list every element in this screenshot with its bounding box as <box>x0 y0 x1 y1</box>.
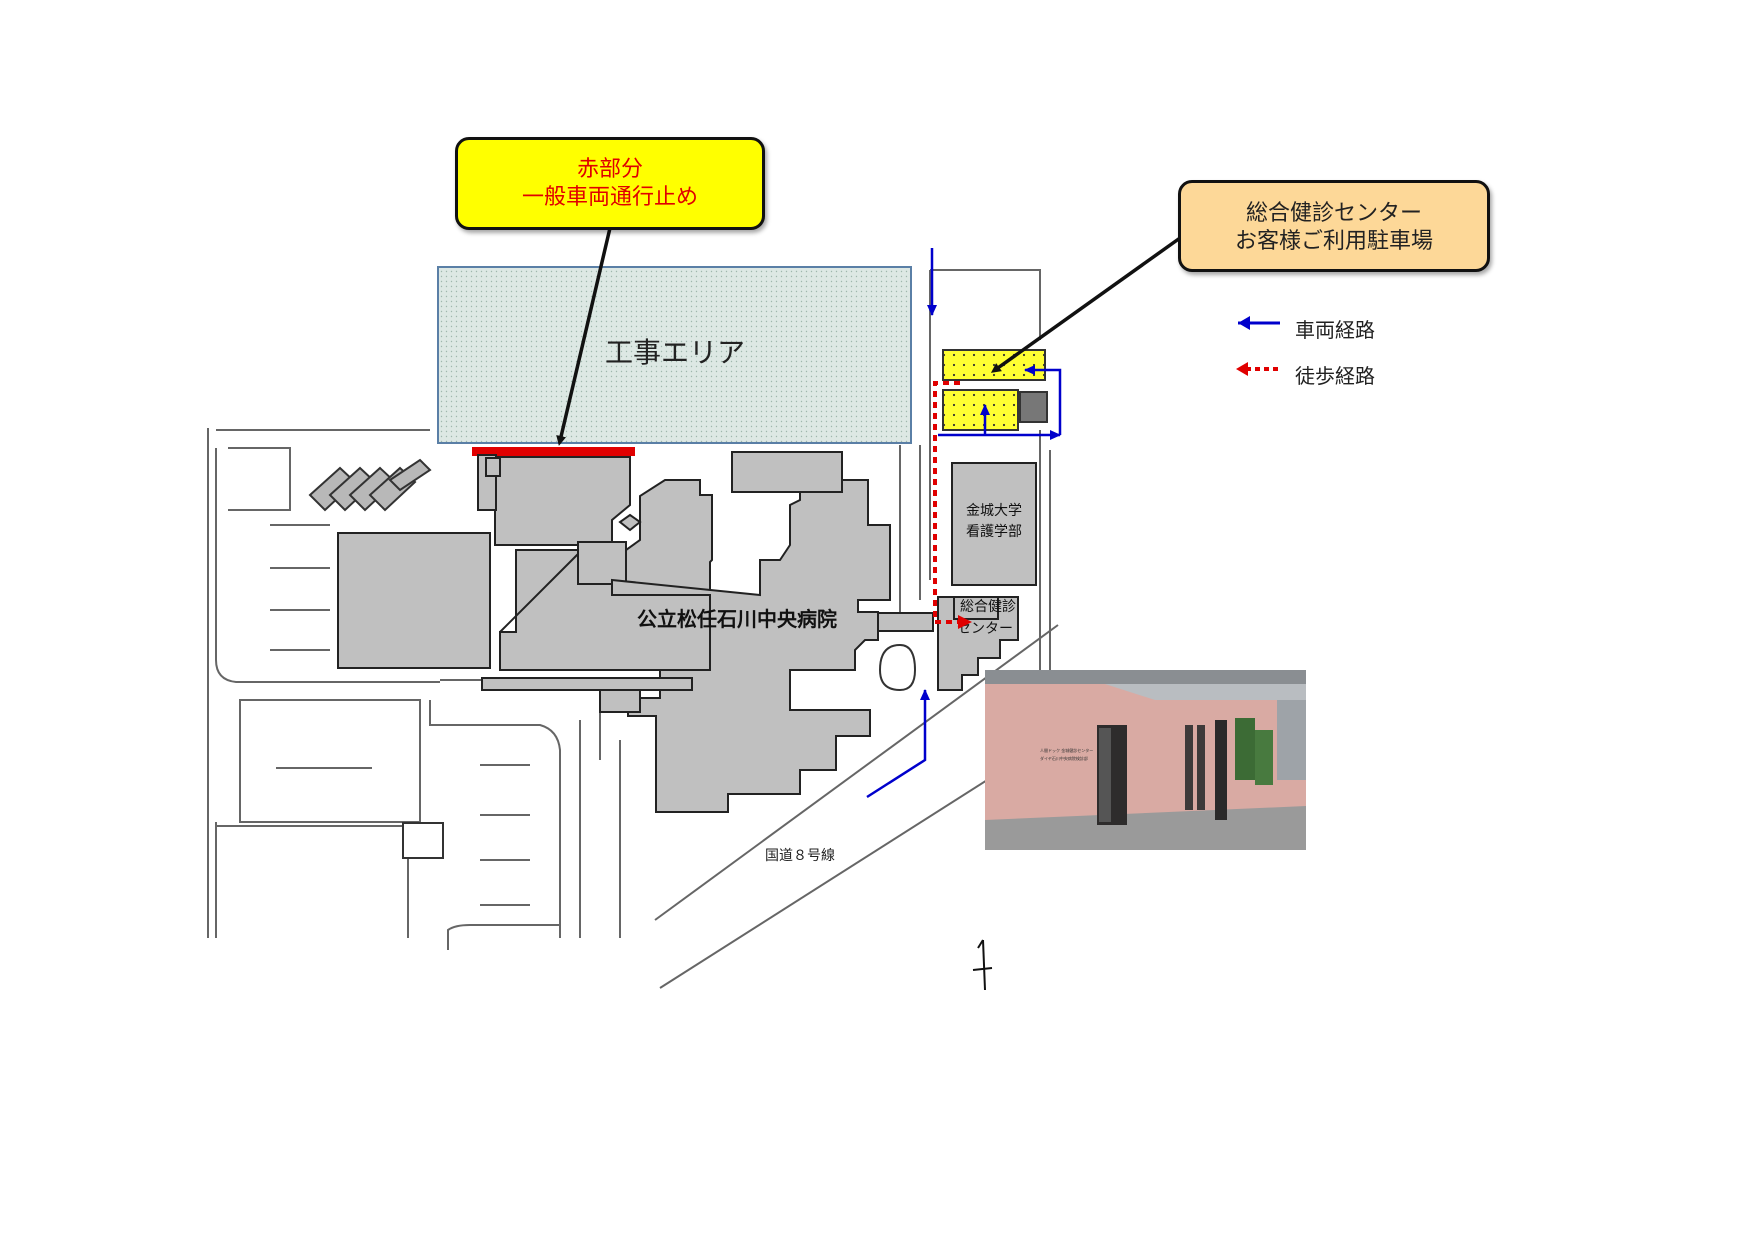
callout-red-pointer <box>556 227 612 446</box>
parking-stalls <box>270 524 530 906</box>
road-label: 国道８号線 <box>765 848 835 864</box>
legend-vehicle-icon <box>1238 316 1280 330</box>
health-center-photo: 人間ドック 金城健診センター ダイヤ石川中央病院検診部 <box>985 670 1306 850</box>
hospital-inner-outline <box>953 596 999 620</box>
legend-vehicle-route: 車両経路 <box>1225 305 1375 351</box>
callout-closed-road-line1: 赤部分 <box>576 157 643 182</box>
callout-parking-pointer <box>990 236 1182 373</box>
hospital-buildings <box>337 391 1048 813</box>
callout-customer-parking-line1: 総合健診センター <box>1245 201 1422 226</box>
customer-parking <box>942 349 1048 431</box>
walking-route <box>933 381 960 624</box>
closed-road <box>472 447 635 456</box>
roundabout <box>878 644 917 692</box>
legend: 車両経路 徒歩経路 <box>1225 305 1375 397</box>
hospital-label: 公立松任石川中央病院 <box>637 607 837 631</box>
sheds <box>308 458 432 512</box>
university-label-2: 看護学部 <box>966 524 1022 540</box>
legend-walking-icon <box>1236 362 1282 376</box>
construction-area-label: 工事エリア <box>605 336 745 369</box>
photo-sign-line1: 人間ドック 金城健診センター <box>1040 747 1093 753</box>
health-center-label-1: 総合健診 <box>960 599 1016 615</box>
legend-vehicle-label: 車両経路 <box>1295 317 1375 342</box>
callout-closed-road: 赤部分 一般車両通行止め <box>455 137 765 230</box>
vehicle-route <box>866 248 1062 799</box>
legend-walking-label: 徒歩経路 <box>1295 363 1375 388</box>
legend-walking-route: 徒歩経路 <box>1225 351 1375 397</box>
kiosk <box>402 822 444 859</box>
photo-sign-line2: ダイヤ石川中央病院検診部 <box>1040 755 1088 761</box>
university-label-1: 金城大学 <box>966 503 1022 519</box>
callout-customer-parking: 総合健診センター お客様ご利用駐車場 <box>1178 180 1490 272</box>
callout-customer-parking-line2: お客様ご利用駐車場 <box>1234 228 1433 254</box>
construction-area <box>437 266 912 444</box>
callout-closed-road-line2: 一般車両通行止め <box>521 184 698 210</box>
health-center-label-2: センター <box>957 621 1013 637</box>
walking-arrowhead <box>958 615 972 629</box>
north-arrow-icon <box>972 939 993 991</box>
